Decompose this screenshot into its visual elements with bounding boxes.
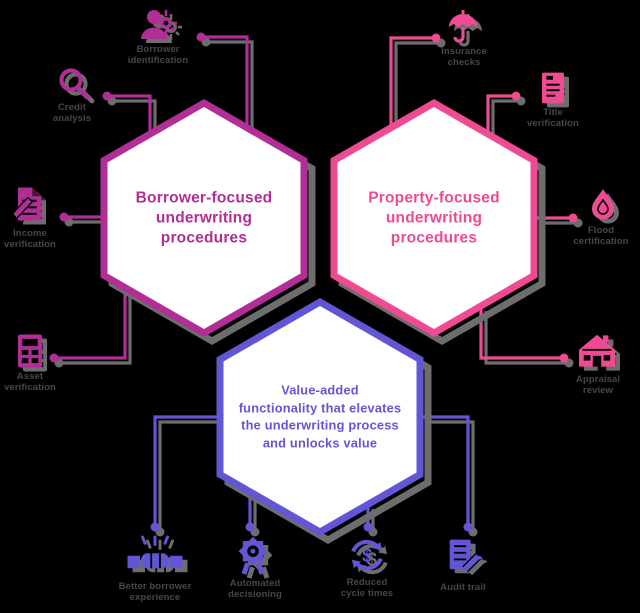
label-flood-certification: Flood certification	[573, 225, 629, 248]
dollar-cycle-icon	[352, 542, 387, 572]
borrower-hexagon-title: Borrower-focused underwriting procedures	[135, 189, 273, 246]
label-insurance-checks: Insurance checks	[441, 46, 487, 69]
borrower-connectors	[49, 32, 249, 363]
label-audit-trail: Audit trail	[440, 582, 486, 593]
label-asset-verification: Asset verification	[4, 371, 56, 394]
document-pen-icon	[11, 186, 47, 226]
label-reduced-cycle-times: Reduced cycle times	[340, 577, 394, 600]
property-hexagon-title: Property-focused underwriting procedures	[368, 189, 500, 246]
house-icon	[578, 333, 621, 372]
label-borrower-experience: Better borrower experience	[118, 581, 192, 604]
property-connectors	[389, 33, 578, 363]
label-automated-decisioning: Automated decisioning	[228, 578, 282, 601]
calculator-icon	[17, 334, 48, 372]
label-appraisal-review: Appraisal review	[575, 374, 621, 397]
label-income-verification: Income verification	[4, 228, 56, 251]
handshake-icon	[126, 535, 189, 574]
person-gear-icon	[139, 8, 184, 45]
title-document-icon	[541, 71, 570, 109]
label-borrower-identification: Borrower identification	[127, 44, 189, 67]
umbrella-icon	[447, 8, 484, 47]
label-title-verification: Title verification	[527, 107, 579, 130]
magnifier-icon	[62, 71, 93, 102]
label-credit-analysis: Credit analysis	[52, 102, 92, 125]
document-pencil-icon	[450, 540, 488, 574]
award-badge-icon	[239, 537, 273, 578]
water-drop-icon	[591, 188, 620, 225]
value-hexagon-title: Value-added functionality that elevates …	[238, 382, 402, 451]
value-connectors	[150, 415, 473, 532]
